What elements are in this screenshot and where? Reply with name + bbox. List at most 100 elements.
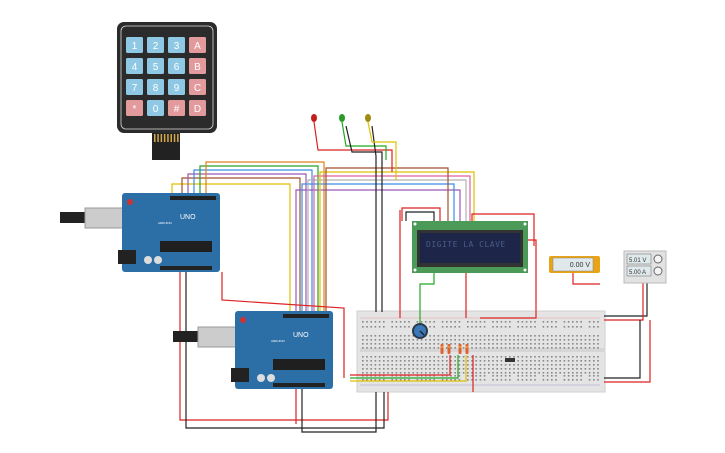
breadboard-hole xyxy=(429,364,431,366)
breadboard-hole xyxy=(555,375,557,377)
breadboard-hole xyxy=(374,347,377,349)
keypad-key-6[interactable]: 6 xyxy=(168,58,185,74)
keypad-key-0[interactable]: 0 xyxy=(147,100,164,116)
breadboard-hole xyxy=(546,375,549,377)
breadboard-hole xyxy=(387,372,389,374)
breadboard-hole xyxy=(429,368,431,370)
keypad-key-8[interactable]: 8 xyxy=(147,79,164,95)
breadboard-hole xyxy=(433,335,435,337)
arduino-uno-1[interactable]: UNO ARDUINO xyxy=(60,193,220,272)
breadboard-hole xyxy=(567,360,570,362)
breadboard-hole xyxy=(551,360,553,362)
breadboard-hole xyxy=(441,379,444,381)
breadboard-hole xyxy=(395,339,398,341)
breadboard-hole xyxy=(593,356,595,358)
breadboard-hole xyxy=(454,375,456,377)
breadboard-hole xyxy=(366,347,368,349)
breadboard-hole xyxy=(467,326,469,328)
breadboard-hole xyxy=(437,368,440,370)
resistor[interactable] xyxy=(440,344,444,354)
breadboard-hole xyxy=(454,368,456,370)
multimeter[interactable]: 0.00 V xyxy=(549,256,600,273)
lcd-16x2[interactable]: DIGITE LA CLAVE xyxy=(412,221,528,273)
breadboard-hole xyxy=(446,360,448,362)
voltage-knob[interactable] xyxy=(653,254,663,264)
breadboard-hole xyxy=(471,372,473,374)
breadboard-hole xyxy=(559,364,561,366)
breadboard-hole xyxy=(504,379,507,381)
resistor[interactable] xyxy=(465,344,469,354)
leds[interactable] xyxy=(311,114,371,122)
keypad-pin xyxy=(177,134,179,142)
keypad-key-A[interactable]: A xyxy=(189,37,206,53)
breadboard-hole xyxy=(383,321,385,323)
breadboard-hole xyxy=(370,372,372,374)
breadboard-hole xyxy=(559,347,561,349)
breadboard-hole xyxy=(446,343,448,345)
breadboard-hole xyxy=(525,364,528,366)
breadboard-hole xyxy=(580,326,582,328)
resistor[interactable] xyxy=(447,344,451,354)
keypad-pin xyxy=(163,134,166,142)
breadboard-hole xyxy=(370,364,372,366)
breadboard-hole xyxy=(395,375,398,377)
power-supply[interactable]: 5.01 V 5.00 A xyxy=(623,250,667,284)
keypad-key-2[interactable]: 2 xyxy=(147,37,164,53)
slide-switch[interactable] xyxy=(505,358,515,362)
breadboard-hole xyxy=(446,335,448,337)
breadboard-hole xyxy=(593,343,595,345)
keypad-key-B[interactable]: B xyxy=(189,58,206,74)
breadboard-hole xyxy=(458,372,461,374)
breadboard-hole xyxy=(563,343,566,345)
keypad-key-D[interactable]: D xyxy=(189,100,206,116)
breadboard-hole xyxy=(538,356,540,358)
breadboard-hole xyxy=(530,379,532,381)
breadboard-hole xyxy=(471,368,473,370)
breadboard-hole xyxy=(492,335,494,337)
breadboard-hole xyxy=(538,360,540,362)
breadboard-hole xyxy=(479,360,482,362)
breadboard-hole xyxy=(567,372,570,374)
breadboard-hole xyxy=(488,368,490,370)
breadboard-hole xyxy=(404,335,406,337)
current-knob[interactable] xyxy=(653,266,663,276)
breadboard-hole xyxy=(483,379,486,381)
breadboard-hole xyxy=(471,321,473,323)
keypad-key-5[interactable]: 5 xyxy=(147,58,164,74)
keypad-key-1[interactable]: 1 xyxy=(126,37,143,53)
resistor[interactable] xyxy=(458,344,462,354)
breadboard-hole xyxy=(370,321,372,323)
breadboard-hole xyxy=(404,326,406,328)
breadboard-hole xyxy=(420,360,423,362)
keypad-key-7[interactable]: 7 xyxy=(126,79,143,95)
keypad-key-#[interactable]: # xyxy=(168,100,185,116)
breadboard-hole xyxy=(454,321,456,323)
keypad-key-9[interactable]: 9 xyxy=(168,79,185,95)
potentiometer[interactable] xyxy=(412,323,428,339)
breadboard-hole xyxy=(399,368,402,370)
breadboard-hole xyxy=(551,379,553,381)
keypad-key-*[interactable]: * xyxy=(126,100,143,116)
breadboard-hole xyxy=(374,343,377,345)
resistors xyxy=(440,344,469,354)
arduino-uno-2[interactable]: UNO ARDUINO xyxy=(173,311,333,389)
keypad-key-4[interactable]: 4 xyxy=(126,58,143,74)
keypad-key-C[interactable]: C xyxy=(189,79,206,95)
breadboard-hole xyxy=(362,321,364,323)
breadboard-hole xyxy=(525,379,528,381)
breadboard-hole xyxy=(362,364,364,366)
keypad-key-label: 2 xyxy=(153,41,159,52)
breadboard[interactable] xyxy=(356,310,606,393)
breadboard-hole xyxy=(383,339,385,341)
breadboard-hole xyxy=(433,360,435,362)
breadboard-hole xyxy=(580,321,582,323)
breadboard-hole xyxy=(563,360,566,362)
breadboard-hole xyxy=(567,343,570,345)
breadboard-hole xyxy=(521,343,524,345)
breadboard-hole xyxy=(437,356,440,358)
breadboard-hole xyxy=(542,356,545,358)
reset-button xyxy=(240,317,246,323)
keypad-key-3[interactable]: 3 xyxy=(168,37,185,53)
